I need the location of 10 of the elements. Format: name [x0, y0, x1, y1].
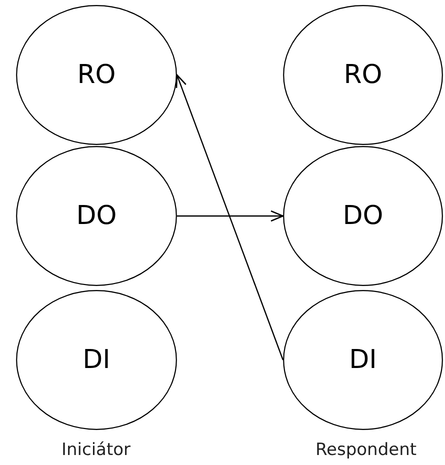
column-label: Iniciátor — [61, 440, 131, 460]
node-label: DO — [342, 201, 384, 231]
arrow — [177, 210, 284, 222]
node-label: DI — [82, 345, 110, 375]
column-label: Respondent — [315, 440, 417, 460]
arrow — [176, 74, 284, 360]
node-label: DO — [76, 201, 117, 231]
node-label: RO — [344, 60, 382, 90]
node-label: RO — [77, 60, 116, 90]
node-label: DI — [349, 345, 377, 375]
